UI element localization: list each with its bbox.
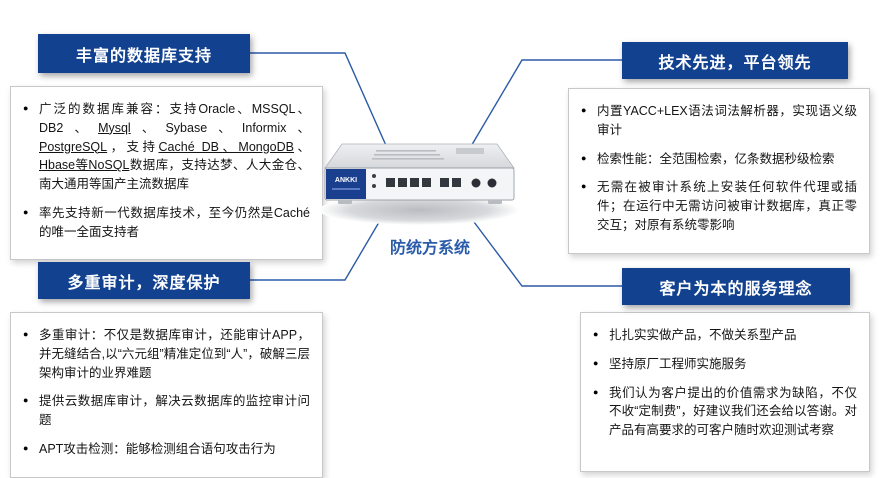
- feature-title-multi-audit: 多重审计，深度保护: [38, 262, 250, 299]
- bullet-item: 提供云数据库审计，解决云数据库的监控审计问题: [21, 392, 310, 430]
- bullet-item: 坚持原厂工程师实施服务: [591, 355, 857, 374]
- bullet-item: 广泛的数据库兼容：支持Oracle、MSSQL、DB2、Mysql、Sybase…: [21, 100, 310, 194]
- bullet-item: 我们认为客户提出的价值需求为缺陷，不仅不收“定制费”，好建议我们还会给以答谢。对…: [591, 384, 857, 440]
- device-label: 防统方系统: [389, 240, 470, 257]
- feature-title-database-support: 丰富的数据库支持: [38, 34, 250, 73]
- feature-box-customer-service: 扎扎实实做产品，不做关系型产品 坚持原厂工程师实施服务 我们认为客户提出的价值需…: [580, 312, 870, 472]
- bullet-item: 内置YACC+LEX语法词法解析器，实现语义级审计: [579, 102, 857, 140]
- bullet-list: 多重审计：不仅是数据库审计，还能审计APP，并无缝结合,以“六元组”精准定位到“…: [21, 326, 310, 459]
- bullet-item: 无需在被审计系统上安装任何软件代理或插件；在运行中无需访问被审计数据库，真正零交…: [579, 178, 857, 234]
- bullet-item: 多重审计：不仅是数据库审计，还能审计APP，并无缝结合,以“六元组”精准定位到“…: [21, 326, 310, 382]
- bullet-item: 检索性能：全范围检索，亿条数据秒级检索: [579, 150, 857, 169]
- bullet-item: APT攻击检测：能够检测组合语句攻击行为: [21, 440, 310, 459]
- device-brand-text: ANKKI: [335, 177, 357, 184]
- bullet-item: 扎扎实实做产品，不做关系型产品: [591, 326, 857, 345]
- bullet-item: 率先支持新一代数据库技术，至今仍然是Caché的唯一全面支持者: [21, 204, 310, 242]
- feature-title-advanced-tech: 技术先进，平台领先: [622, 42, 848, 79]
- feature-box-database-support: 广泛的数据库兼容：支持Oracle、MSSQL、DB2、Mysql、Sybase…: [10, 86, 323, 261]
- bullet-list: 扎扎实实做产品，不做关系型产品 坚持原厂工程师实施服务 我们认为客户提出的价值需…: [591, 326, 857, 440]
- feature-box-advanced-tech: 内置YACC+LEX语法词法解析器，实现语义级审计 检索性能：全范围检索，亿条数…: [568, 88, 870, 254]
- appliance-image: ANKKI: [319, 143, 519, 225]
- feature-box-multi-audit: 多重审计：不仅是数据库审计，还能审计APP，并无缝结合,以“六元组”精准定位到“…: [10, 312, 323, 478]
- bullet-list: 广泛的数据库兼容：支持Oracle、MSSQL、DB2、Mysql、Sybase…: [21, 100, 310, 241]
- feature-title-customer-service: 客户为本的服务理念: [622, 268, 850, 305]
- bullet-list: 内置YACC+LEX语法词法解析器，实现语义级审计 检索性能：全范围检索，亿条数…: [579, 102, 857, 235]
